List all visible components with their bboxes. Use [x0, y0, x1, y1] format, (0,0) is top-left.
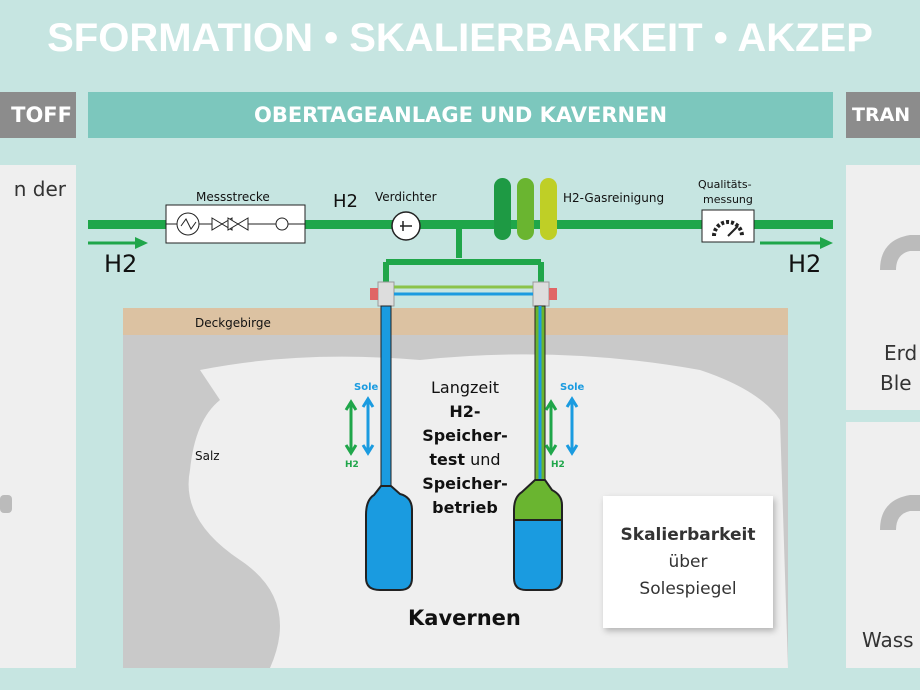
verdichter-label: Verdichter [375, 190, 437, 204]
main-pipe [88, 220, 833, 229]
card-line: Solespiegel [639, 578, 737, 599]
gauge-needle-icon [727, 225, 739, 237]
card-line: über [668, 551, 708, 572]
sole-left-label: Sole [354, 382, 379, 393]
qualitaet-label-1: Qualitäts- [698, 178, 752, 191]
center-line: Speicher- [422, 474, 508, 493]
right-panel-top: Erd Ble [846, 165, 920, 410]
cavern-right-brine [513, 519, 563, 591]
h2-in-label: H2 [104, 250, 138, 278]
banner-title: SFORMATION • SKALIERBARKEIT • AKZEP [47, 16, 873, 60]
storage-test-text: Langzeit H2- Speicher- test und Speicher… [395, 376, 535, 520]
gauge-icon [712, 220, 744, 237]
card-title: Skalierbarkeit [620, 524, 756, 545]
wellhead-right-icon [532, 281, 557, 307]
arrow-out-icon [820, 237, 833, 249]
left-panel: n der [0, 165, 76, 668]
scalability-card: Skalierbarkeit über Solespiegel [603, 496, 773, 628]
center-word: test [429, 450, 466, 469]
h2-mid-label: H2 [333, 191, 358, 212]
header-right: TRAN [846, 92, 920, 138]
double-arrow-icon [344, 396, 579, 456]
kavernen-label: Kavernen [408, 606, 521, 630]
branch-pipe [383, 229, 544, 285]
center-line: Langzeit [431, 378, 499, 397]
cover-rock [123, 308, 788, 335]
left-panel-text: n der [13, 177, 66, 201]
qualitaet-label-2: messung [703, 193, 753, 206]
center-line: betrieb [432, 498, 498, 517]
heat-exchanger-icon [180, 218, 197, 230]
well-left [380, 305, 392, 487]
gasreinigung-label: H2-Gasreinigung [563, 191, 665, 205]
center-line: Speicher- [422, 426, 508, 445]
right-top-line2: Ble [880, 371, 912, 395]
arrow-in-icon [135, 237, 148, 249]
header-left: TOFF [0, 92, 76, 138]
center-word: und [465, 450, 501, 469]
center-line: H2- [449, 402, 481, 421]
valve-icon [227, 217, 239, 231]
tank-icon [540, 178, 557, 240]
header-center: OBERTAGEANLAGE UND KAVERNEN [88, 92, 833, 138]
tank-icon [517, 178, 534, 240]
pipe-icon [0, 235, 920, 530]
h2-right-label: H2 [551, 460, 565, 470]
right-bottom-text: Wass [862, 628, 914, 652]
cavern-left [365, 485, 413, 591]
valve-icon [237, 217, 249, 231]
h2-left-label: H2 [345, 460, 359, 470]
messstrecke-group [165, 204, 306, 244]
center-line: test und [395, 448, 535, 472]
wellhead-left-icon [370, 281, 395, 307]
right-panel-bottom: Wass [846, 422, 920, 668]
right-top-line1: Erd [884, 341, 918, 365]
sole-right-label: Sole [560, 382, 585, 393]
salz-label: Salz [195, 449, 220, 463]
compressor-icon [400, 221, 412, 231]
h2-out-label: H2 [788, 250, 822, 278]
tank-icon [494, 178, 511, 240]
valve-icon [211, 217, 223, 231]
messstrecke-label: Messstrecke [196, 190, 270, 204]
deckgebirge-label: Deckgebirge [195, 316, 271, 330]
meter-icon [275, 217, 289, 231]
quality-meter-box [701, 209, 755, 243]
